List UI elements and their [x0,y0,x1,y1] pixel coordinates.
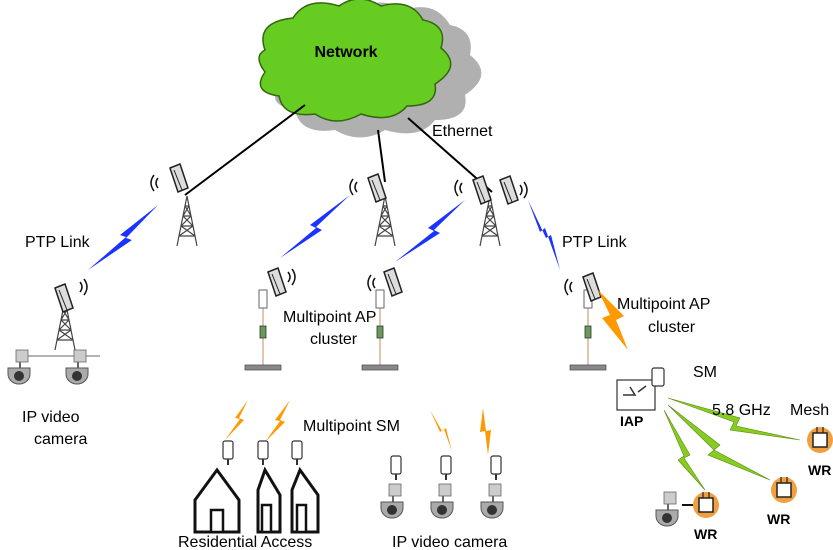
camera-left-2 [65,349,89,385]
network-cloud: Network [258,0,482,138]
ip-camera-left-line2: camera [34,431,87,448]
mesh-label: Mesh [790,402,829,419]
sm-bolts [225,290,628,455]
wr-label-2: WR [767,511,790,527]
mesh-bolts [663,397,801,491]
wr-node-2 [770,476,798,504]
ap-pole-1 [244,289,282,371]
ghz-label: 5.8 GHz [712,402,771,419]
tower-left [150,163,198,247]
ip-camera-bottom-label: IP video camera [392,534,507,550]
sm-camera-2 [440,455,452,481]
camera-bottom-1 [380,483,404,519]
multipoint-sm-label: Multipoint SM [303,418,400,435]
wr-node-3 [692,491,720,519]
house-3 [290,466,320,534]
sm-house-1 [222,440,234,466]
iap-label: IAP [620,413,643,429]
mp-ap-center-line1: Multipoint AP [283,309,376,326]
mp-ap-center-line2: cluster [310,331,358,348]
wr-node-1 [806,426,833,454]
sm-label: SM [693,364,717,381]
house-2 [256,466,282,534]
sm-house-3 [291,440,303,466]
dish-ap-2 [383,267,403,297]
camera-bottom-3 [480,483,504,519]
ptp-bolts [88,195,560,270]
ip-camera-left-line1: IP video [22,409,80,426]
network-label: Network [314,44,377,61]
sm-house-2 [257,440,269,466]
ptp-link-left: PTP Link [25,234,91,251]
wr-label-3: WR [694,526,717,542]
sm-camera-3 [490,455,502,481]
house-1 [193,468,241,534]
camera-left-1 [7,349,31,385]
tower-center [349,173,396,247]
mp-ap-right-line1: Multipoint AP [617,296,710,313]
mp-ap-right-line2: cluster [648,319,696,336]
tower-right [454,175,528,247]
ptp-link-right: PTP Link [562,234,628,251]
ethernet-label: Ethernet [432,123,493,140]
dish-ap-1 [267,267,287,297]
sm-camera-1 [390,455,402,481]
residential-access-label: Residential Access [178,534,312,550]
wr-label-1: WR [808,462,831,478]
camera-wr [655,491,679,527]
ap-pole-2 [361,289,399,371]
tower-lower-left [20,278,100,357]
camera-bottom-2 [430,483,454,519]
iap-device [616,367,665,411]
ap-pole-3 [569,289,607,371]
